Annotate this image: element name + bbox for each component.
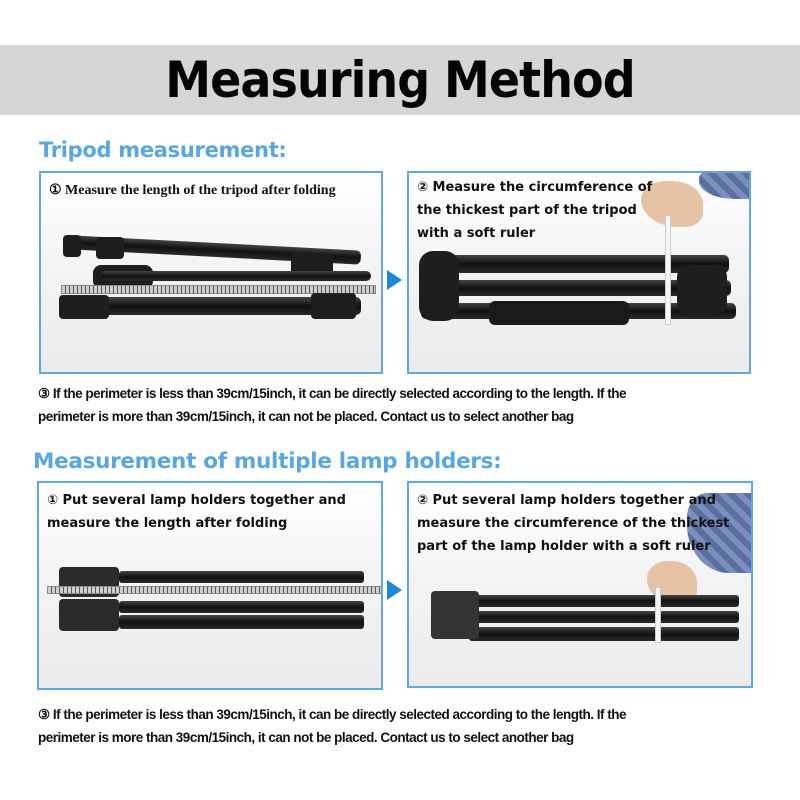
- metal-ruler: [61, 285, 376, 294]
- tripod-step1-label: ① Measure the length of the tripod after…: [49, 183, 336, 198]
- soft-ruler: [665, 215, 671, 325]
- metal-ruler: [47, 586, 381, 594]
- lamp-step1-panel: ① Put several lamp holders together and …: [37, 481, 383, 690]
- title-word-2: Method: [443, 51, 636, 109]
- tripod-note: ③ If the perimeter is less than 39cm/15i…: [38, 386, 627, 424]
- lamp-section-heading: Measurement of multiple lamp holders:: [33, 449, 502, 474]
- tripod-step1-panel: ① Measure the length of the tripod after…: [39, 171, 383, 374]
- next-step-arrow-icon: [387, 580, 402, 600]
- lamp-step1-label: ① Put several lamp holders together and …: [47, 493, 346, 531]
- lamp-note: ③ If the perimeter is less than 39cm/15i…: [38, 707, 627, 745]
- title-word-1: Measuring: [165, 51, 430, 109]
- tripod-step2-label: ② Measure the circumference of the thick…: [417, 180, 653, 241]
- soft-ruler: [655, 587, 661, 643]
- lamp-step2-panel: ② Put several lamp holders together and …: [407, 481, 753, 688]
- next-step-arrow-icon: [387, 270, 402, 290]
- lamp-step2-label: ② Put several lamp holders together and …: [417, 493, 730, 554]
- foam-grip: [489, 301, 629, 325]
- tripod-step2-panel: ② Measure the circumference of the thick…: [407, 171, 751, 374]
- tripod-section-heading: Tripod measurement:: [39, 138, 287, 162]
